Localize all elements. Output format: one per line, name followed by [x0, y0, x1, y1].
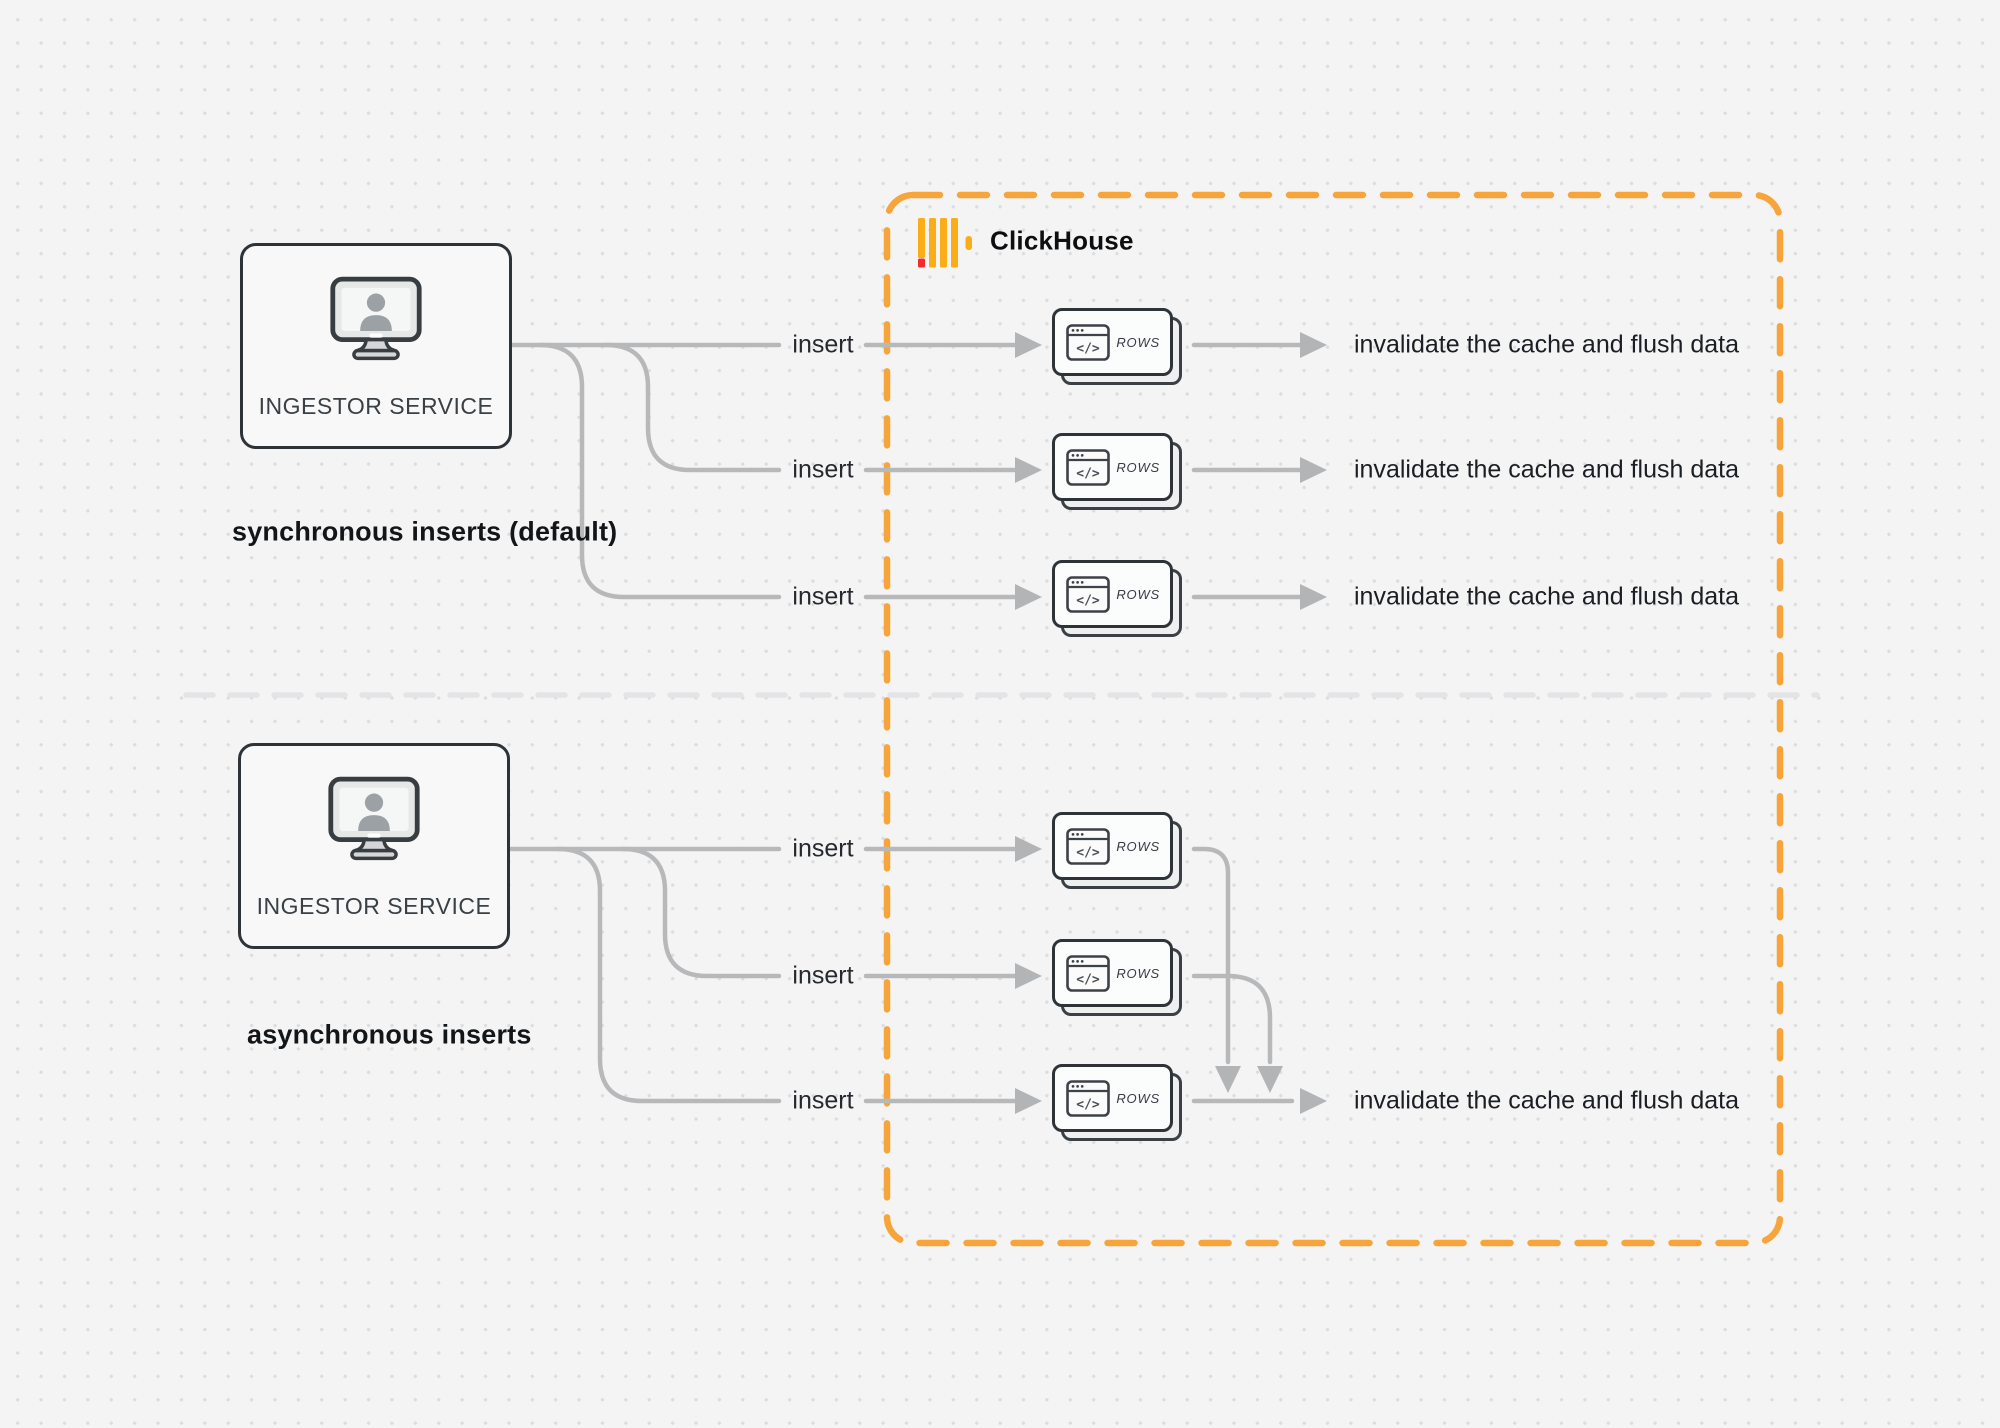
- rows-label: ROWS: [1116, 838, 1160, 854]
- rows-card: ROWS: [1052, 560, 1173, 628]
- result-label: invalidate the cache and flush data: [1354, 455, 1739, 484]
- rows-node: ROWS: [1052, 939, 1182, 1016]
- clickhouse-logo-icon: [918, 218, 972, 268]
- insert-label: insert: [792, 834, 854, 863]
- rows-node: ROWS: [1052, 1064, 1182, 1141]
- rows-label: ROWS: [1116, 459, 1160, 475]
- rows-card: ROWS: [1052, 812, 1173, 880]
- rows-label: ROWS: [1116, 965, 1160, 981]
- insert-label: insert: [792, 330, 854, 359]
- ingestor-service-box-sync: INGESTOR SERVICE: [240, 243, 512, 449]
- service-label: INGESTOR SERVICE: [258, 393, 494, 419]
- section-title-sync: synchronous inserts (default): [232, 516, 618, 547]
- user-monitor-icon: [328, 276, 424, 361]
- insert-label: insert: [792, 1086, 854, 1115]
- code-window-icon: [1066, 828, 1110, 865]
- arrowheads: [1015, 332, 1327, 1114]
- connectors: [508, 342, 1303, 1104]
- insert-label: insert: [792, 961, 854, 990]
- rows-card: ROWS: [1052, 433, 1173, 501]
- result-label: invalidate the cache and flush data: [1354, 330, 1739, 359]
- clickhouse-wordmark: ClickHouse: [990, 225, 1134, 256]
- service-label: INGESTOR SERVICE: [256, 893, 492, 919]
- insert-label: insert: [792, 455, 854, 484]
- rows-label: ROWS: [1116, 334, 1160, 350]
- rows-node: ROWS: [1052, 433, 1182, 510]
- result-label: invalidate the cache and flush data: [1354, 1086, 1739, 1115]
- rows-card: ROWS: [1052, 939, 1173, 1007]
- code-window-icon: [1066, 449, 1110, 486]
- rows-label: ROWS: [1116, 586, 1160, 602]
- result-label: invalidate the cache and flush data: [1354, 582, 1739, 611]
- code-window-icon: [1066, 324, 1110, 361]
- rows-card: ROWS: [1052, 1064, 1173, 1132]
- code-window-icon: [1066, 576, 1110, 613]
- code-window-icon: [1066, 955, 1110, 992]
- rows-node: ROWS: [1052, 812, 1182, 889]
- section-title-async: asynchronous inserts: [247, 1019, 532, 1050]
- rows-node: ROWS: [1052, 560, 1182, 637]
- code-window-icon: [1066, 1080, 1110, 1117]
- rows-node: ROWS: [1052, 308, 1182, 385]
- insert-label: insert: [792, 582, 854, 611]
- clickhouse-boundary: [883, 191, 1784, 1247]
- user-monitor-icon: [326, 776, 422, 861]
- ingestor-service-box-async: INGESTOR SERVICE: [238, 743, 510, 949]
- rows-card: ROWS: [1052, 308, 1173, 376]
- rows-label: ROWS: [1116, 1090, 1160, 1106]
